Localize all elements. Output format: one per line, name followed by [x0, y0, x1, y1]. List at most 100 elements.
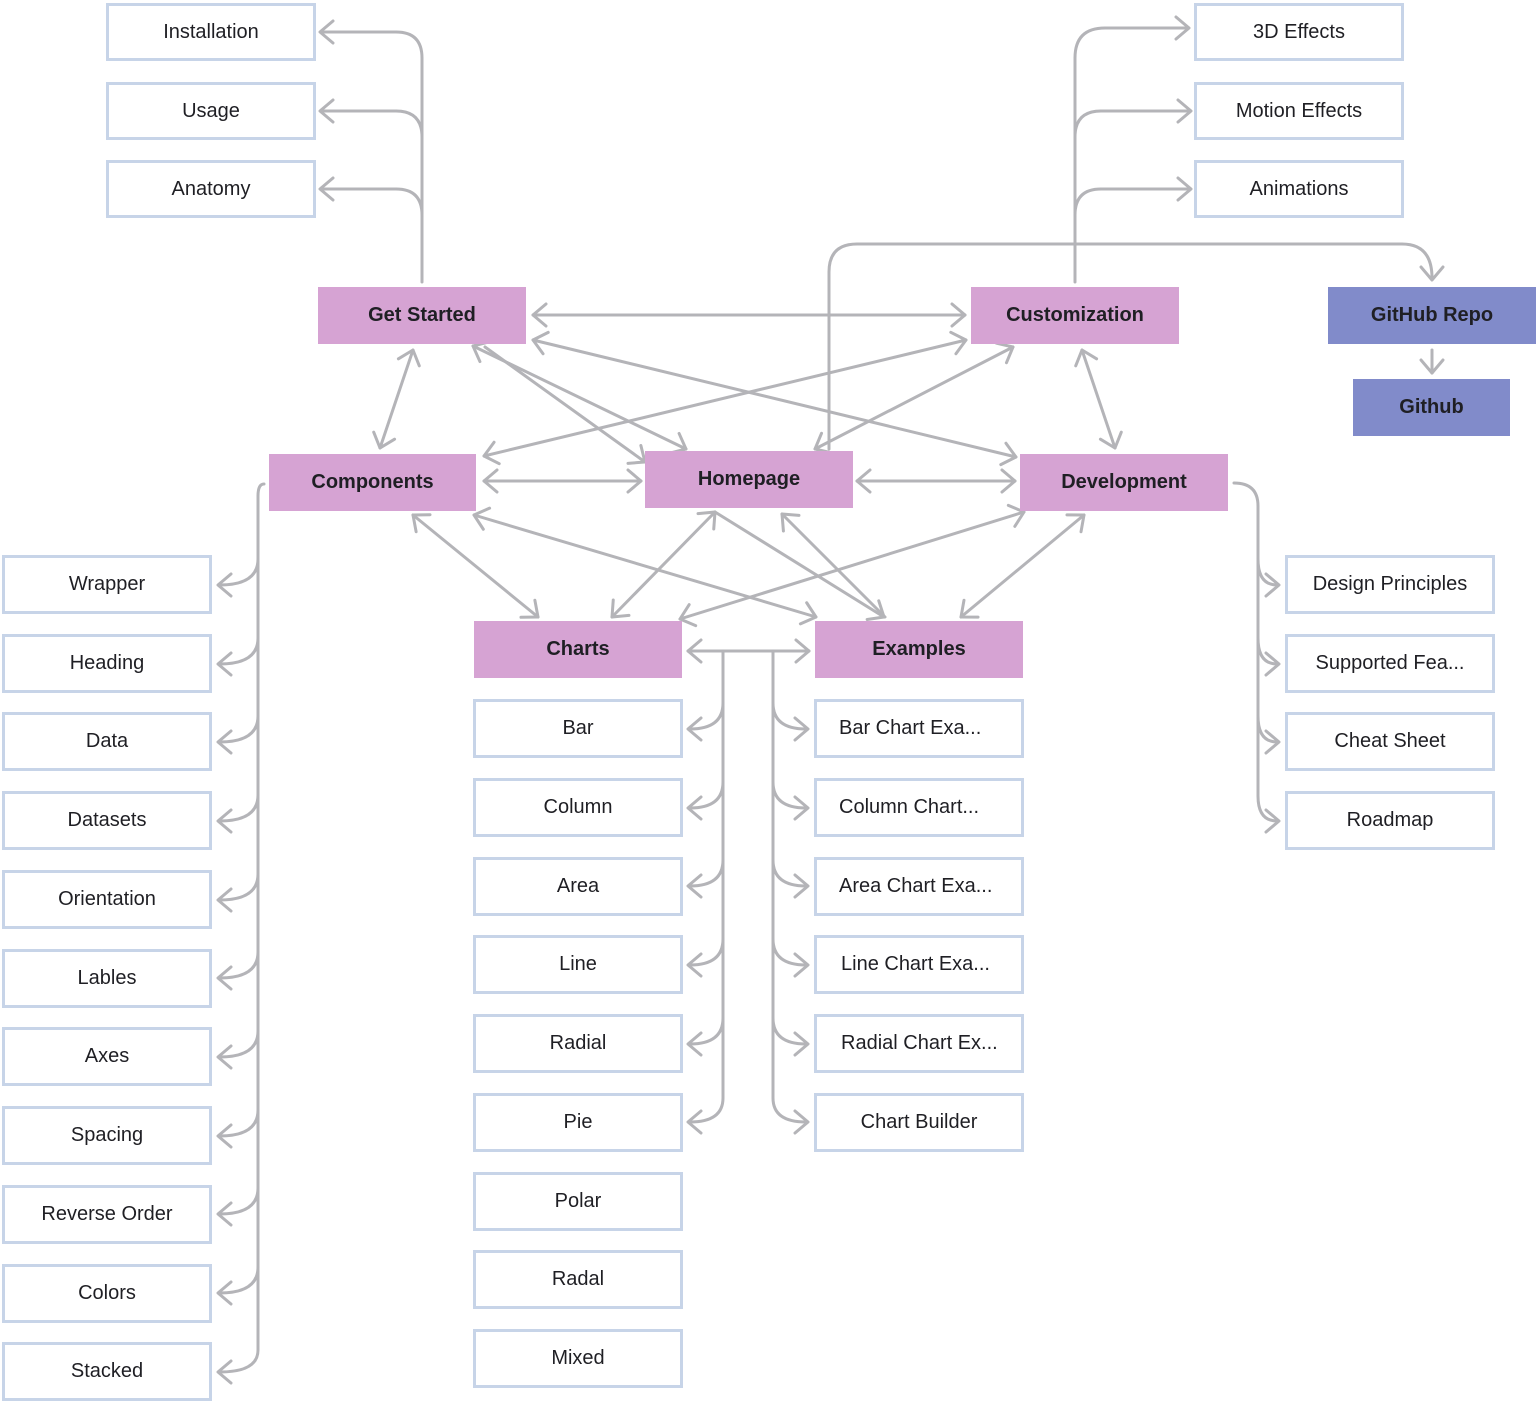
conn-homepage-customization-head: [994, 341, 1015, 365]
conn-examples-item-head-4: [793, 1031, 810, 1057]
conn-examples-item-head-1: [793, 795, 810, 821]
charts-node[interactable]: Charts: [474, 621, 682, 678]
github-node[interactable]: Github: [1353, 379, 1510, 436]
orientation-node[interactable]: Orientation: [2, 870, 212, 929]
conn-charts-branch-1: [688, 780, 725, 810]
conn-get-started-anatomy: [320, 187, 424, 217]
components-node[interactable]: Components: [269, 454, 476, 511]
conn-components-homepage-tail: [482, 468, 499, 494]
conn-components-branch-9: [218, 1265, 260, 1295]
polar-node[interactable]: Polar: [473, 1172, 683, 1231]
conn-3d-head: [1174, 15, 1191, 41]
column-chart-example-node[interactable]: Column Chart...: [814, 778, 1024, 837]
data-node[interactable]: Data: [2, 712, 212, 771]
3d-effects-node[interactable]: 3D Effects: [1194, 3, 1404, 61]
conn-examples-homepage: [780, 512, 887, 619]
conn-get-started-development-head: [999, 441, 1018, 467]
bar-node[interactable]: Bar: [473, 699, 683, 758]
conn-components-charts: [411, 513, 540, 619]
cheat-sheet-node[interactable]: Cheat Sheet: [1285, 712, 1495, 771]
animations-node[interactable]: Animations: [1194, 160, 1404, 218]
conn-homepage-get-started: [483, 345, 647, 464]
conn-components-item-head-6: [216, 1044, 233, 1070]
colors-node[interactable]: Colors: [2, 1264, 212, 1323]
conn-components-item-head-8: [216, 1201, 233, 1227]
spacing-node[interactable]: Spacing: [2, 1106, 212, 1165]
conn-examples-item-head-0: [793, 716, 810, 742]
radal-node[interactable]: Radal: [473, 1250, 683, 1309]
datasets-node[interactable]: Datasets: [2, 791, 212, 850]
motion-effects-node[interactable]: Motion Effects: [1194, 82, 1404, 140]
wrapper-node[interactable]: Wrapper: [2, 555, 212, 614]
anatomy-node[interactable]: Anatomy: [106, 160, 316, 218]
conn-animations-head: [1176, 176, 1193, 202]
examples-node[interactable]: Examples: [815, 621, 1023, 678]
line-node[interactable]: Line: [473, 935, 683, 994]
development-node[interactable]: Development: [1020, 454, 1228, 511]
customization-node[interactable]: Customization: [971, 287, 1179, 344]
area-chart-example-node[interactable]: Area Chart Exa...: [814, 857, 1024, 916]
conn-examples-spine: [771, 649, 808, 1124]
conn-usage-head: [318, 98, 335, 124]
conn-development-spine: [1232, 481, 1279, 823]
conn-examples-development: [959, 513, 1086, 619]
conn-homepage-github-repo: [827, 242, 1434, 451]
radial-node[interactable]: Radial: [473, 1014, 683, 1073]
design-principles-node[interactable]: Design Principles: [1285, 555, 1495, 614]
bar-chart-example-node[interactable]: Bar Chart Exa...: [814, 699, 1024, 758]
pie-node[interactable]: Pie: [473, 1093, 683, 1152]
radial-chart-example-node[interactable]: Radial Chart Ex...: [814, 1014, 1024, 1073]
conn-charts-examples-tail: [686, 638, 703, 664]
supported-features-node[interactable]: Supported Fea...: [1285, 634, 1495, 693]
conn-components-charts-head: [519, 598, 540, 619]
conn-components-item-head-4: [216, 887, 233, 913]
conn-get-started-installation: [320, 30, 424, 284]
homepage-node[interactable]: Homepage: [645, 451, 853, 508]
conn-customization-motion: [1073, 109, 1191, 139]
conn-homepage-customization: [813, 345, 1015, 451]
lables-node[interactable]: Lables: [2, 949, 212, 1008]
conn-components-branch-8: [218, 1186, 260, 1216]
github-repo-node[interactable]: GitHub Repo: [1328, 287, 1536, 344]
conn-customization-3d: [1073, 26, 1189, 284]
heading-node[interactable]: Heading: [2, 634, 212, 693]
conn-get-started-customization-tail: [531, 302, 548, 328]
conn-anatomy-head: [318, 176, 335, 202]
mixed-node[interactable]: Mixed: [473, 1329, 683, 1388]
conn-components-branch-5: [218, 950, 260, 980]
conn-charts-development-head: [1006, 503, 1026, 528]
conn-components-customization: [482, 338, 968, 458]
conn-charts-item-head-5: [686, 1109, 703, 1135]
conn-installation-head: [318, 19, 335, 45]
line-chart-example-node[interactable]: Line Chart Exa...: [814, 935, 1024, 994]
conn-examples-branch-1: [771, 780, 808, 810]
conn-components-branch-2: [218, 714, 260, 744]
conn-charts-development: [678, 510, 1026, 621]
conn-charts-item-head-4: [686, 1031, 703, 1057]
conn-components-branch-3: [218, 793, 260, 823]
area-node[interactable]: Area: [473, 857, 683, 916]
conn-get-started-usage: [320, 109, 424, 139]
conn-components-spine: [218, 482, 266, 1374]
conn-examples-branch-4: [771, 1016, 808, 1046]
conn-components-customization-head: [949, 330, 968, 356]
installation-node[interactable]: Installation: [106, 3, 316, 61]
stacked-node[interactable]: Stacked: [2, 1342, 212, 1401]
conn-charts-item-head-2: [686, 873, 703, 899]
conn-charts-branch-2: [688, 858, 725, 888]
column-node[interactable]: Column: [473, 778, 683, 837]
chart-builder-node[interactable]: Chart Builder: [814, 1093, 1024, 1152]
conn-examples-branch-2: [771, 858, 808, 888]
conn-get-started-development: [531, 338, 1018, 459]
reverse-order-node[interactable]: Reverse Order: [2, 1185, 212, 1244]
conn-components-item-head-5: [216, 965, 233, 991]
conn-components-item-head-2: [216, 729, 233, 755]
conn-charts-examples-head: [794, 638, 811, 664]
usage-node[interactable]: Usage: [106, 82, 316, 140]
roadmap-node[interactable]: Roadmap: [1285, 791, 1495, 850]
axes-node[interactable]: Axes: [2, 1027, 212, 1086]
get-started-node[interactable]: Get Started: [318, 287, 526, 344]
conn-components-item-head-1: [216, 651, 233, 677]
